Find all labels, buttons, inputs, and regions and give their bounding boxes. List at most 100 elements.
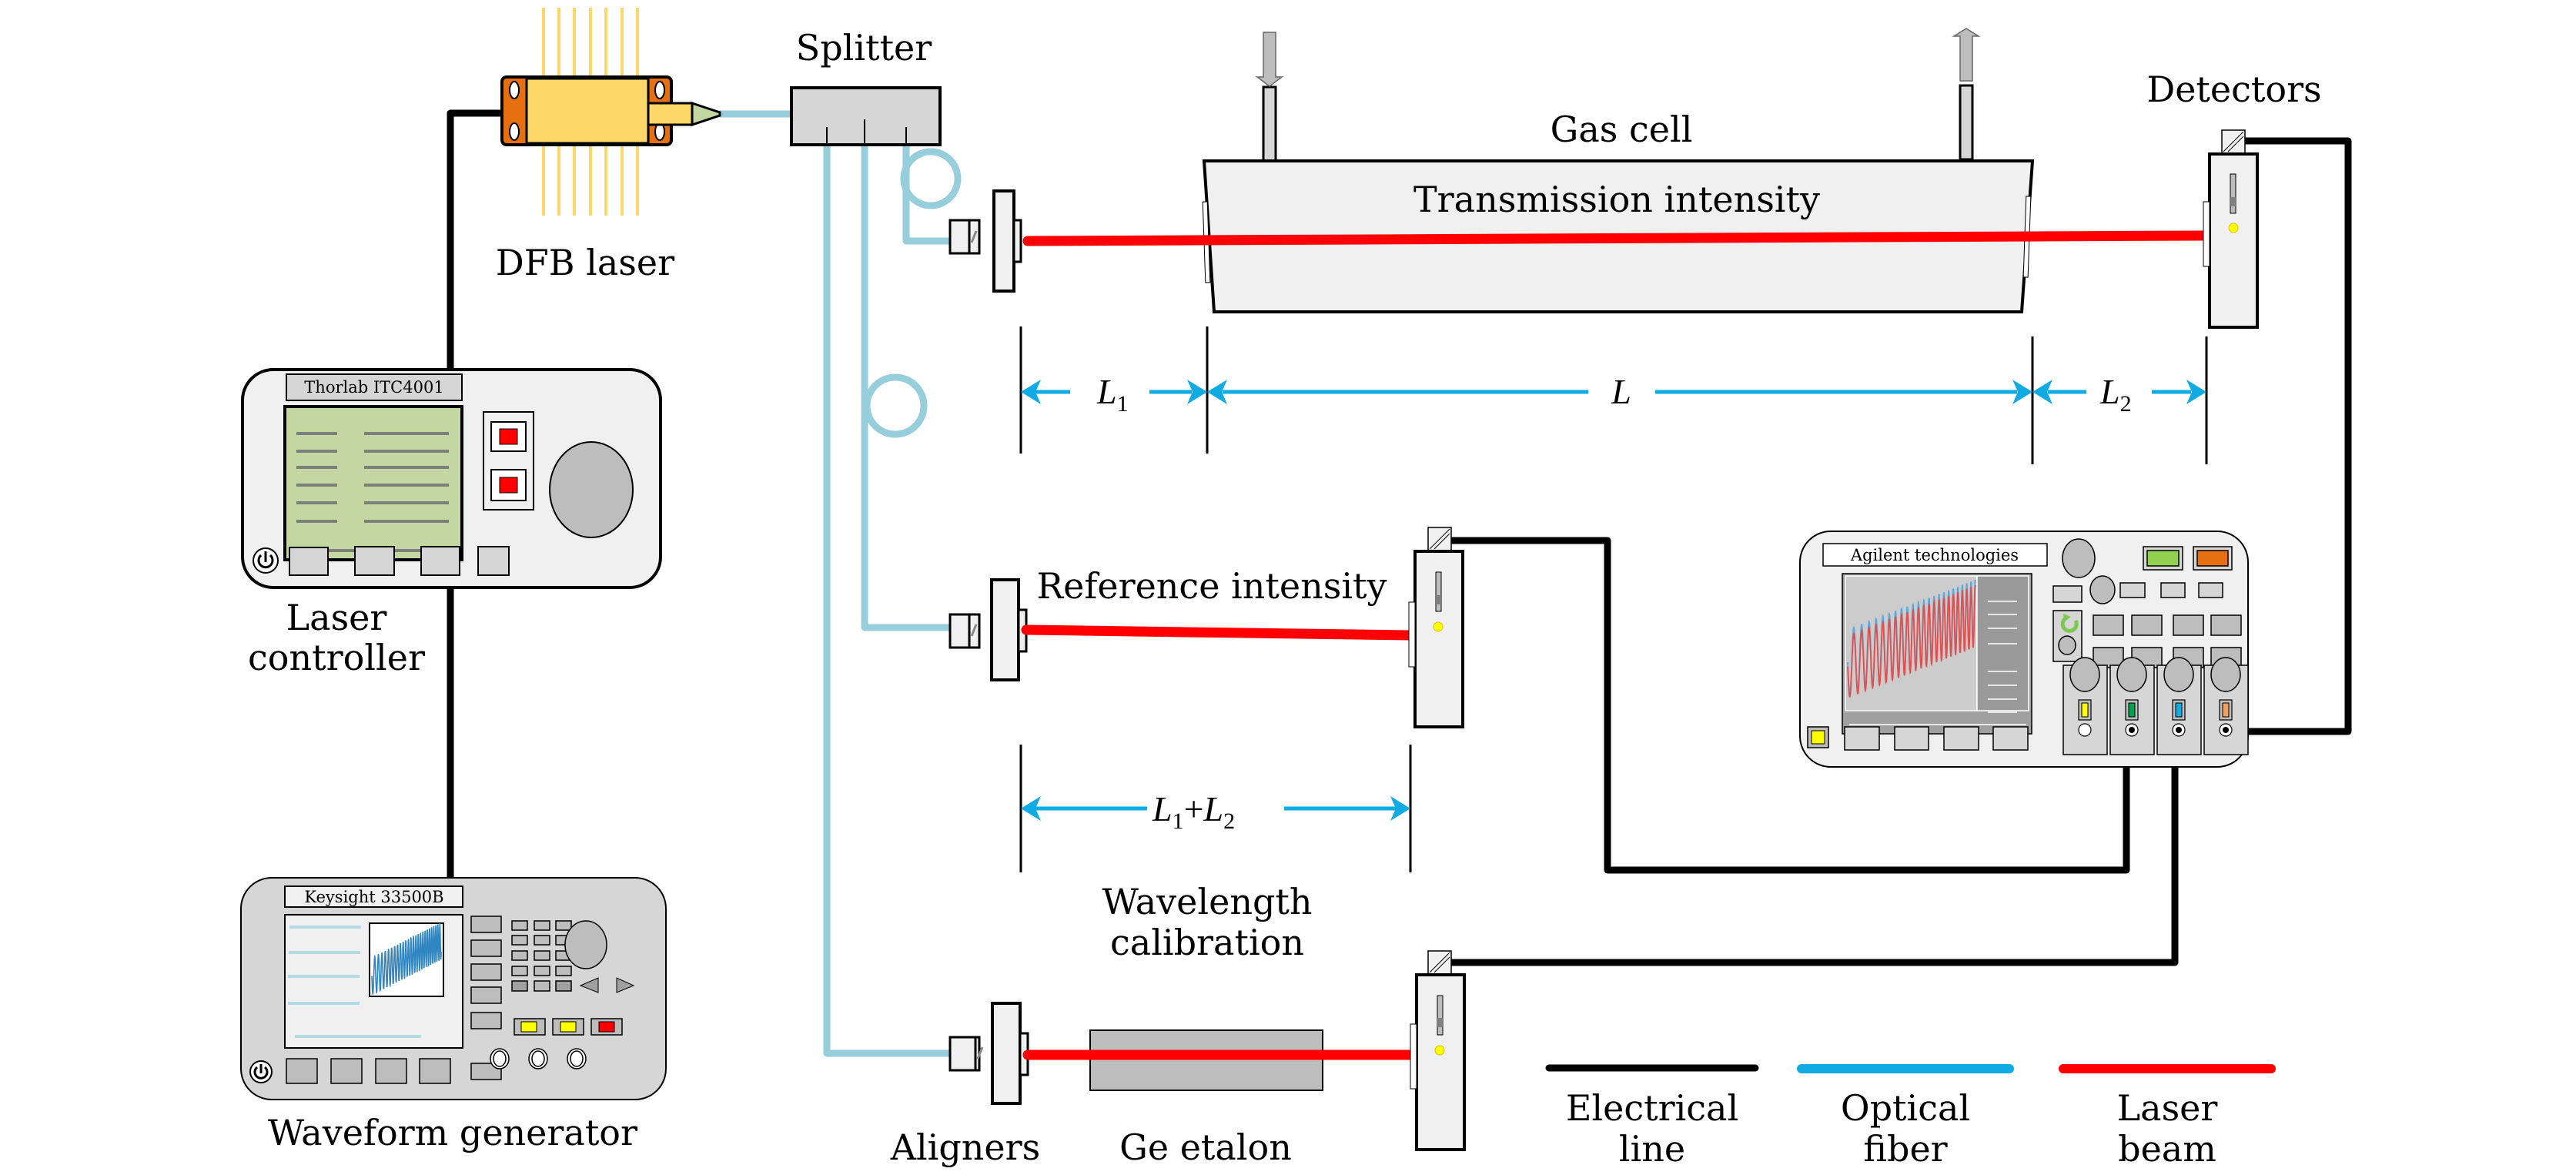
- scope-button[interactable]: [2198, 582, 2223, 598]
- wire-detector2-to-scope: [1448, 537, 2130, 874]
- generator-softkey[interactable]: [286, 1058, 318, 1084]
- keypad-key[interactable]: [534, 935, 550, 946]
- legend-beam-line1: Laser: [2117, 1087, 2218, 1129]
- scope-channel-4[interactable]: [2203, 657, 2249, 755]
- scope-button[interactable]: [2052, 585, 2083, 603]
- wavelength-calibration-label-1: Wavelength: [1102, 881, 1312, 922]
- fiber-splitter-to-reference: [861, 141, 955, 631]
- keypad-key[interactable]: [555, 980, 572, 992]
- generator-nameplate: [284, 885, 463, 908]
- keypad-key[interactable]: [534, 950, 550, 961]
- keypad-key[interactable]: [511, 935, 528, 946]
- generator-side-key[interactable]: [470, 986, 502, 1004]
- generator-output-2[interactable]: [560, 1021, 577, 1033]
- gas-outlet-arrow-icon: [1952, 28, 1981, 82]
- keypad-key[interactable]: [511, 980, 528, 992]
- scope-button[interactable]: [2160, 582, 2186, 598]
- scope-softkey[interactable]: [1844, 726, 1880, 751]
- scope-stop-button[interactable]: [2196, 550, 2229, 567]
- detector-3-indicator: [1434, 1045, 1445, 1056]
- scope-trace-transmission: [1847, 584, 1976, 698]
- controller-knob[interactable]: [549, 441, 634, 538]
- keypad-key[interactable]: [555, 966, 572, 976]
- scope-menu-lines: [1849, 601, 2026, 725]
- dim-l1-label: L1: [1096, 372, 1129, 417]
- controller-nameplate: [286, 373, 463, 401]
- scope-key[interactable]: [2131, 614, 2163, 636]
- scope-knob-3[interactable]: [2058, 635, 2076, 655]
- generator-right-arrow-icon[interactable]: [616, 977, 635, 993]
- scope-refresh-icon[interactable]: [2060, 616, 2079, 633]
- detector-1-indicator: [2228, 223, 2239, 233]
- aligner-reference: [948, 578, 1028, 681]
- laser-beams: [1021, 230, 2209, 641]
- controller-softkey-4[interactable]: [477, 546, 510, 576]
- controller-softkey-1[interactable]: [289, 547, 329, 576]
- scope-button[interactable]: [2119, 582, 2146, 598]
- keypad-key[interactable]: [534, 980, 550, 992]
- controller-power-icon[interactable]: [253, 547, 279, 574]
- scope-key[interactable]: [2093, 614, 2124, 636]
- scope-key[interactable]: [2093, 647, 2124, 668]
- gas-inlet-arrow-icon: [1255, 32, 1284, 87]
- generator-left-arrow-icon[interactable]: [579, 977, 599, 993]
- dim-l1-plus-l2-label: L1+L2: [1152, 789, 1235, 834]
- generator-output-1[interactable]: [520, 1021, 537, 1033]
- scope-knob-2[interactable]: [2089, 575, 2116, 604]
- reference-intensity-label: Reference intensity: [1036, 565, 1387, 607]
- scope-trigger-button[interactable]: [1811, 730, 1825, 745]
- controller-label-line2: controller: [248, 637, 425, 678]
- keypad-key[interactable]: [555, 920, 572, 931]
- legend-electrical-line1: Electrical: [1566, 1087, 1738, 1129]
- legend-fiber-line2: fiber: [1863, 1128, 1947, 1170]
- scope-key[interactable]: [2210, 614, 2242, 636]
- generator-side-key[interactable]: [470, 916, 502, 933]
- controller-softkey-2[interactable]: [354, 546, 395, 576]
- generator-side-key[interactable]: [470, 1063, 502, 1080]
- generator-softkey[interactable]: [330, 1058, 363, 1084]
- ge-etalon-label: Ge etalon: [1119, 1126, 1292, 1168]
- scope-knob-1[interactable]: [2062, 538, 2096, 578]
- generator-screen-lines: [288, 926, 421, 1038]
- controller-label-line1: Laser: [286, 597, 387, 638]
- generator-power-icon[interactable]: [249, 1060, 273, 1083]
- dfb-laser-label: DFB laser: [496, 242, 674, 283]
- dim-l2-label: L2: [2099, 372, 2132, 417]
- scope-softkey[interactable]: [1943, 726, 1979, 751]
- generator-knob[interactable]: [564, 920, 607, 969]
- keypad-key[interactable]: [511, 966, 528, 976]
- generator-side-key[interactable]: [470, 963, 502, 981]
- keypad-key[interactable]: [511, 920, 528, 931]
- generator-side-key[interactable]: [470, 1012, 502, 1029]
- generator-side-keys: [470, 916, 502, 1080]
- scope-channel-1[interactable]: [2062, 657, 2108, 755]
- keypad-key[interactable]: [534, 920, 550, 931]
- laser-body: [525, 77, 650, 145]
- generator-keypad: [511, 920, 572, 992]
- generator-softkey[interactable]: [375, 1058, 407, 1084]
- gas-inlet-tube: [1262, 85, 1277, 162]
- scope-softkey[interactable]: [1992, 726, 2029, 751]
- keypad-key[interactable]: [511, 950, 528, 961]
- scope-run-button[interactable]: [2146, 550, 2180, 567]
- fiber-loop-1: [900, 148, 962, 209]
- scope-channel-2[interactable]: [2109, 657, 2155, 755]
- controller-softkey-3[interactable]: [420, 546, 460, 576]
- scope-nameplate-text: Agilent technologies: [1850, 546, 2019, 564]
- dim-l-label: L: [1611, 372, 1631, 411]
- controller-screen: [283, 405, 463, 561]
- scope-key[interactable]: [2173, 614, 2204, 636]
- keypad-key[interactable]: [534, 966, 550, 976]
- generator-softkey[interactable]: [419, 1058, 451, 1084]
- generator-output-3[interactable]: [598, 1021, 615, 1033]
- scope-softkey[interactable]: [1894, 726, 1929, 751]
- generator-side-key[interactable]: [470, 939, 502, 957]
- fiber-splitter-to-etalon: [823, 141, 955, 1057]
- oscilloscope: Agilent technologies: [1799, 531, 2249, 768]
- transmission-intensity-label: Transmission intensity: [1413, 179, 1820, 220]
- scope-channel-3[interactable]: [2156, 657, 2202, 755]
- wire-laser-to-controller: [447, 109, 508, 373]
- aligner-transmission: [948, 189, 1022, 293]
- laser-controller: Thorlab ITC4001 Laser controller: [241, 368, 662, 678]
